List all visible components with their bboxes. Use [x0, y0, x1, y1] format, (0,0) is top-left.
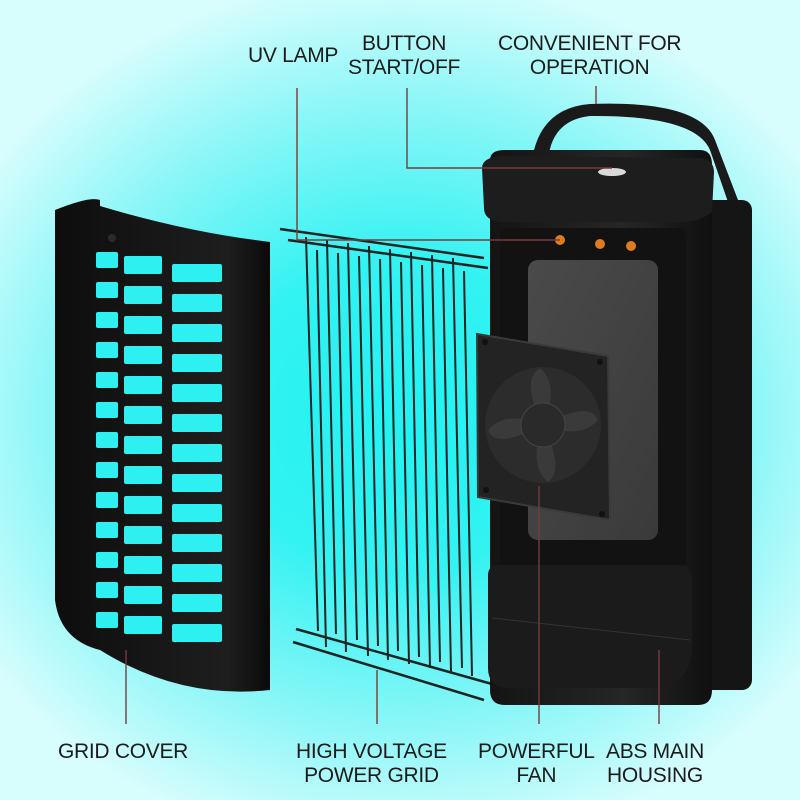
- label-button-start-off: BUTTON START/OFF: [348, 32, 460, 80]
- label-high-voltage-grid: HIGH VOLTAGE POWER GRID: [296, 740, 447, 788]
- label-line: FAN: [516, 764, 557, 787]
- label-line: HOUSING: [607, 764, 703, 787]
- label-line: CONVENIENT FOR: [498, 32, 682, 55]
- start-off-button: [598, 168, 626, 176]
- label-line: POWER GRID: [304, 764, 439, 787]
- label-uv-lamp: UV LAMP: [248, 44, 338, 68]
- label-grid-cover: GRID COVER: [58, 740, 188, 764]
- uv-led: [595, 239, 605, 249]
- label-powerful-fan: POWERFUL FAN: [478, 740, 595, 788]
- label-line: BUTTON: [361, 32, 447, 55]
- power-grid-part: [279, 227, 493, 702]
- label-convenient-operation: CONVENIENT FOR OPERATION: [498, 32, 682, 80]
- label-line: OPERATION: [529, 56, 650, 79]
- label-abs-housing: ABS MAIN HOUSING: [606, 740, 704, 788]
- label-line: START/OFF: [348, 56, 461, 79]
- label-line: ABS MAIN: [606, 740, 704, 763]
- label-line: GRID COVER: [58, 740, 189, 763]
- label-line: HIGH VOLTAGE: [296, 740, 447, 763]
- uv-led: [626, 241, 636, 251]
- label-line: UV LAMP: [248, 44, 339, 67]
- leader-lines: [125, 86, 660, 724]
- fan-part: [475, 332, 612, 522]
- label-line: POWERFUL: [478, 740, 595, 763]
- grid-cover-part: [55, 199, 270, 692]
